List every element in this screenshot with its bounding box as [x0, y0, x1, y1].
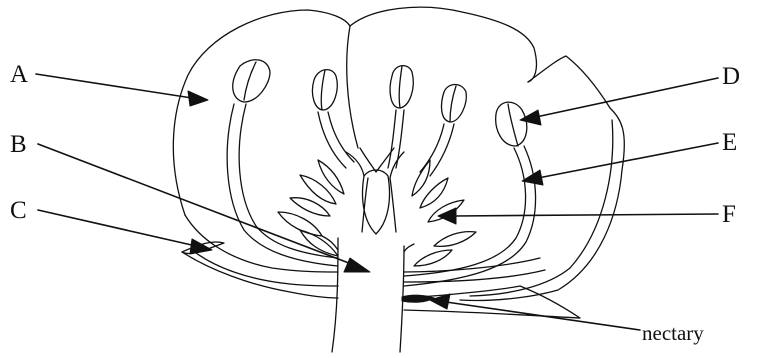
ovary-lobe-4 — [278, 212, 322, 236]
arrowhead-a — [188, 91, 208, 106]
carpel-base-left — [322, 236, 338, 250]
leader-e — [538, 143, 718, 178]
leader-lines — [36, 74, 718, 330]
style-top — [360, 148, 394, 172]
stamen-5-anther-split — [508, 104, 518, 146]
center-petal-outline — [350, 7, 536, 82]
style-column — [362, 178, 396, 232]
ovary-lobe-9 — [434, 232, 476, 247]
left-petal-outline — [173, 10, 350, 215]
label-c: C — [10, 197, 27, 224]
ovary-lobe-6 — [412, 160, 430, 196]
stamen-2-anther — [312, 70, 337, 110]
stamen-4 — [420, 85, 466, 177]
arrowhead-f — [438, 208, 456, 224]
leader-a — [36, 74, 192, 98]
ovary-lobe-10 — [414, 250, 452, 266]
petal-divider — [347, 26, 358, 148]
stamen-4-anther-split — [450, 86, 456, 122]
stamen-3-anther-split — [399, 66, 402, 108]
stamen-2-filament — [318, 112, 354, 168]
label-nectary: nectary — [642, 321, 704, 345]
stamen-2-anther-split — [321, 70, 325, 110]
stamen-4-filament — [420, 124, 454, 176]
nectary-blob — [402, 295, 434, 302]
central-lobe — [363, 170, 390, 234]
leader-c — [38, 210, 196, 246]
receptacle — [332, 238, 434, 352]
stamen-5-anther — [496, 102, 527, 146]
labels: A B C D E F nectary — [10, 61, 740, 345]
stamen-4-anther — [442, 85, 467, 123]
stamen-1-anther — [233, 60, 270, 102]
leader-f — [454, 214, 718, 216]
leader-d — [536, 78, 718, 117]
carpel-base-right — [404, 244, 414, 252]
carpel — [278, 148, 476, 266]
label-d: D — [722, 63, 740, 90]
right-petal-outline — [460, 56, 624, 301]
stamen-3-filament — [388, 110, 404, 168]
label-b: B — [10, 131, 27, 158]
sepals — [182, 242, 580, 318]
stamen-3 — [388, 66, 413, 168]
ovary-lobe-2 — [318, 160, 344, 194]
leader-nectary — [446, 302, 640, 330]
stamen-1-anther-split — [244, 62, 256, 100]
label-f: F — [722, 201, 736, 228]
right-petal-inner-edge — [470, 120, 613, 296]
label-a: A — [10, 61, 28, 88]
stamens — [227, 60, 535, 286]
arrowhead-b — [344, 258, 370, 272]
label-e: E — [722, 129, 737, 156]
